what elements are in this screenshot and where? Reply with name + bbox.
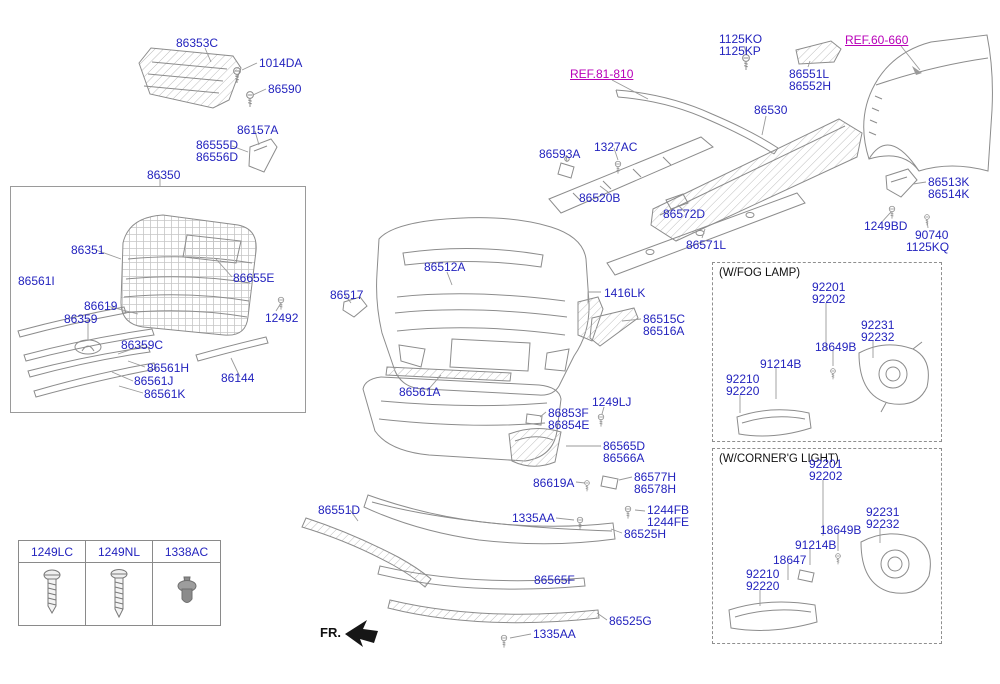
fr-label: FR. <box>320 624 341 640</box>
fr-direction-arrow-icon <box>344 620 378 647</box>
fastener-code-1249NL: 1249NL <box>86 541 153 563</box>
tapping-screw-icon <box>43 569 61 615</box>
fastener-cell <box>19 563 86 625</box>
fr-indicator: FR. <box>320 617 380 647</box>
tapping-screw-icon <box>110 569 128 619</box>
fastener-cell <box>153 563 220 625</box>
fastener-table: 1249LC 1249NL 1338AC <box>18 540 221 626</box>
fastener-code-1338AC: 1338AC <box>153 541 220 563</box>
fastener-cell <box>86 563 153 625</box>
fastener-code-1249LC: 1249LC <box>19 541 86 563</box>
snap-clip-icon <box>177 576 196 603</box>
